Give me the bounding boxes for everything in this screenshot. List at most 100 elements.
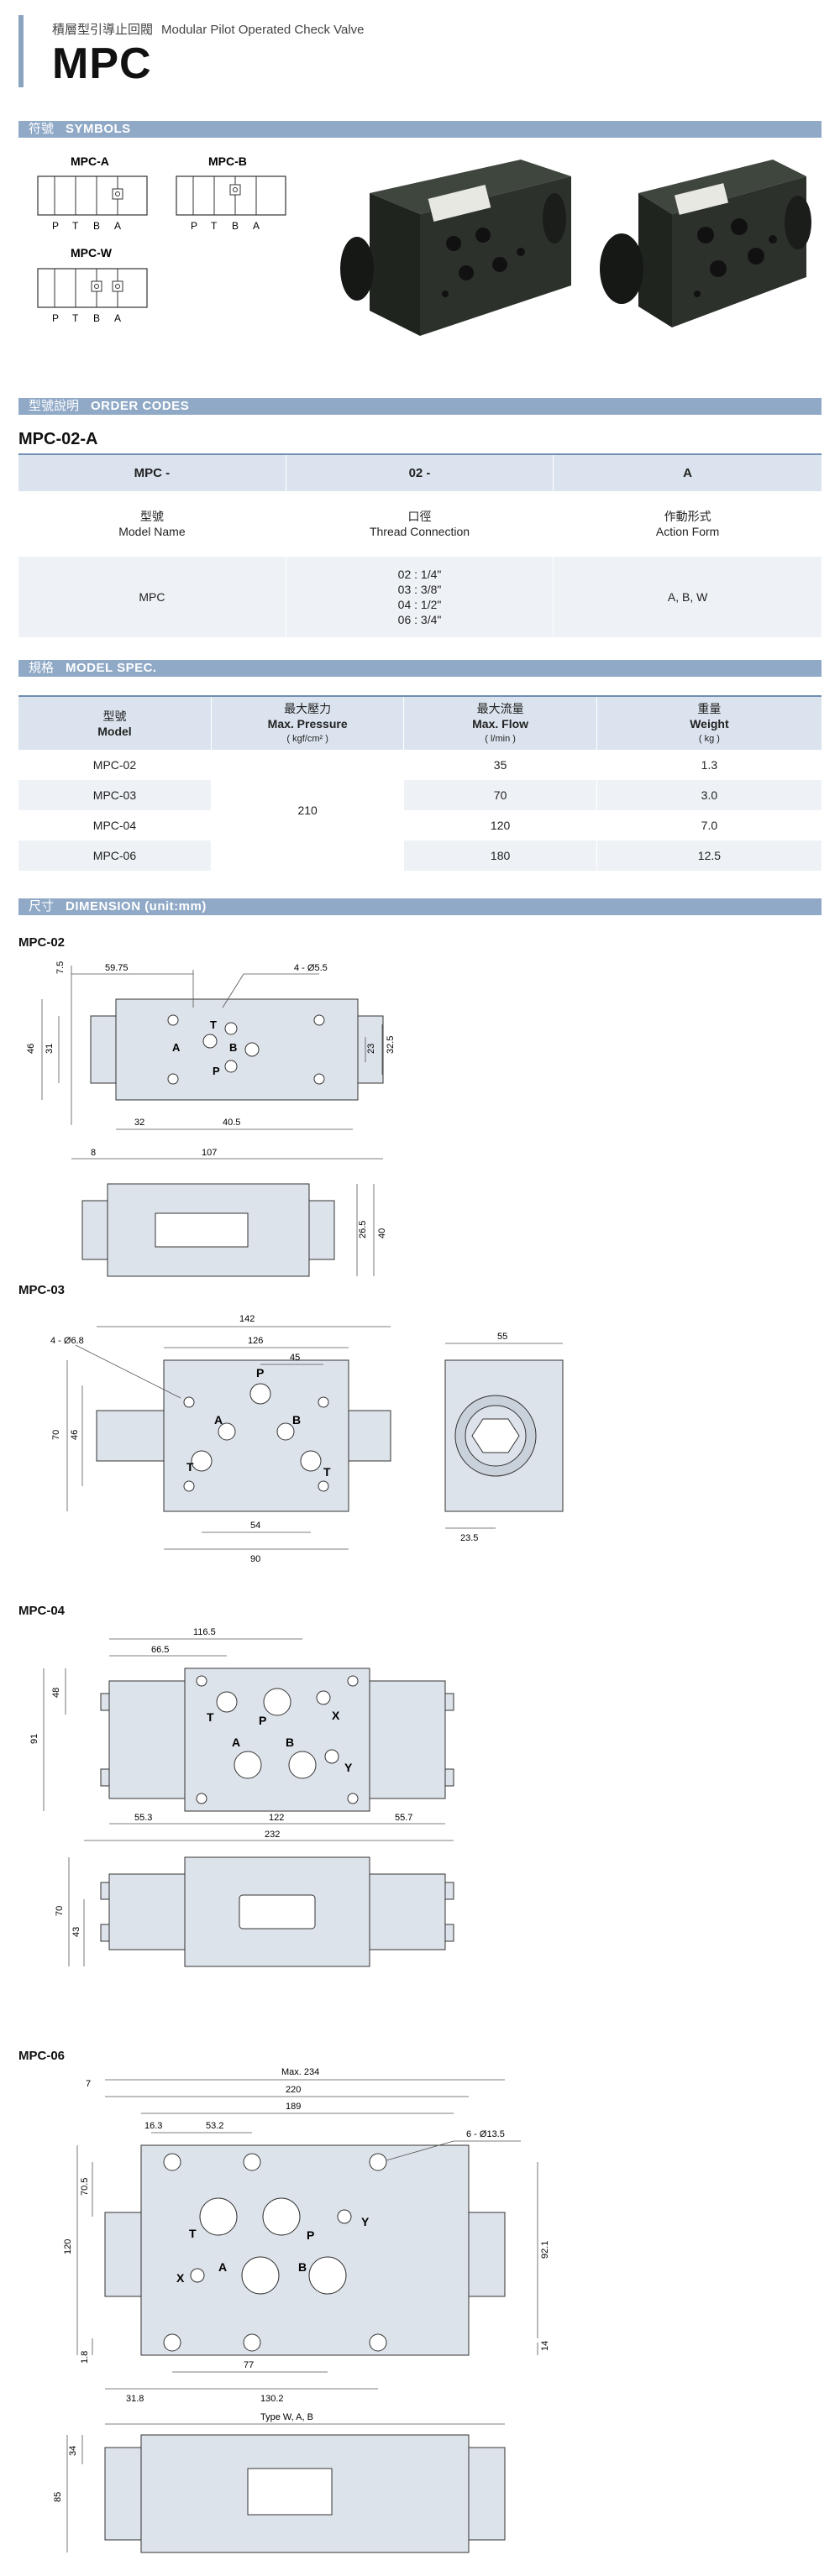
spec-model: MPC-02 xyxy=(18,750,212,780)
spec-weight: 1.3 xyxy=(596,750,822,780)
thread-option: 06 : 3/4" xyxy=(397,613,442,626)
drawing-mpc03: P A B T T 142 126 45 4 - Ø6.8 70 46 54 9… xyxy=(50,1314,564,1564)
dim-59-75: 59.75 xyxy=(105,963,129,973)
product-photo-1 xyxy=(340,160,571,336)
port-x: X xyxy=(176,2271,185,2285)
spec-flow: 180 xyxy=(403,840,597,871)
dim-32-5: 32.5 xyxy=(386,1036,396,1054)
section-spec-cn: 規格 xyxy=(29,661,55,675)
hdr-en: Model xyxy=(97,724,132,738)
section-symbols-en: SYMBOLS xyxy=(66,122,131,136)
spec-weight: 7.0 xyxy=(596,810,822,840)
order-header-action: A xyxy=(553,453,822,491)
dim-142: 142 xyxy=(239,1314,255,1324)
dim-85: 85 xyxy=(53,2492,63,2502)
dim-126: 126 xyxy=(248,1336,263,1346)
dim-holes: 6 - Ø13.5 xyxy=(466,2129,505,2139)
spec-flow: 35 xyxy=(403,750,597,780)
hdr-cn: 最大壓力 xyxy=(284,701,332,715)
symbol-b-port-b: B xyxy=(232,220,239,232)
dim-107: 107 xyxy=(202,1148,217,1158)
dim-220: 220 xyxy=(286,2085,301,2095)
dim-92-1: 92.1 xyxy=(540,2241,550,2259)
port-a: A xyxy=(232,1736,240,1749)
spec-weight: 12.5 xyxy=(596,840,822,871)
label-en: Model Name xyxy=(118,525,186,538)
dim-31: 31 xyxy=(45,1044,55,1054)
section-dimension-en: DIMENSION (unit:mm) xyxy=(66,899,207,914)
symbol-w-port-t: T xyxy=(72,312,79,324)
port-a: A xyxy=(218,2260,227,2274)
dim-232: 232 xyxy=(265,1830,280,1840)
dim-8: 8 xyxy=(91,1148,96,1158)
spec-weight: 3.0 xyxy=(596,780,822,810)
dim-40: 40 xyxy=(377,1228,387,1238)
spec-model: MPC-03 xyxy=(18,780,212,810)
dim-26-5: 26.5 xyxy=(358,1221,368,1238)
dim-70: 70 xyxy=(55,1906,65,1916)
dim-120: 120 xyxy=(63,2239,73,2254)
dim-53-2: 53.2 xyxy=(206,2121,223,2131)
port-x: X xyxy=(332,1709,340,1722)
table-row: MPC-06 180 12.5 xyxy=(18,840,822,871)
section-dimension-cn: 尺寸 xyxy=(29,899,55,914)
dim-55-3: 55.3 xyxy=(134,1813,152,1823)
section-order-en: ORDER CODES xyxy=(91,399,190,413)
symbol-mpc-a: MPC-A P T B A xyxy=(37,154,148,232)
port-a: A xyxy=(214,1413,223,1427)
dim-77: 77 xyxy=(244,2360,254,2370)
thread-option: 03 : 3/8" xyxy=(397,583,442,596)
symbol-w-port-a: A xyxy=(114,312,121,324)
subtitle-cn: 積層型引導止回閥 xyxy=(52,23,154,37)
page-title: MPC xyxy=(52,39,152,88)
dim-16-3: 16.3 xyxy=(144,2121,162,2131)
dim-1-8: 1.8 xyxy=(80,2351,90,2364)
order-value-model: MPC xyxy=(18,557,286,637)
order-value-threads: 02 : 1/4" 03 : 3/8" 04 : 1/2" 06 : 3/4" xyxy=(286,557,554,637)
dim-66-5: 66.5 xyxy=(151,1645,169,1655)
symbol-a-port-p: P xyxy=(52,220,59,232)
dim-34: 34 xyxy=(68,2446,78,2456)
drawing-mpc06: T P Y X A B Max. 234 7 220 189 16.3 53.2… xyxy=(53,2067,550,2553)
order-value-action: A, B, W xyxy=(553,557,822,637)
dim-holes: 4 - Ø6.8 xyxy=(50,1336,84,1346)
hdr-en: Weight xyxy=(690,716,729,730)
dim-40-5: 40.5 xyxy=(223,1118,240,1128)
port-a: A xyxy=(172,1041,181,1054)
symbol-b-port-a: A xyxy=(253,220,260,232)
port-p: P xyxy=(259,1714,266,1727)
label-cn: 作動形式 xyxy=(664,510,711,523)
product-photo-2 xyxy=(600,160,811,327)
dim-91: 91 xyxy=(29,1734,39,1744)
port-b: B xyxy=(229,1041,237,1054)
symbol-label-w: MPC-W xyxy=(71,246,113,259)
symbol-w-port-b: B xyxy=(93,312,100,324)
section-symbols-cn: 符號 xyxy=(29,122,55,136)
dim-max-234: Max. 234 xyxy=(281,2067,319,2077)
order-model-code: MPC-02-A xyxy=(18,430,98,448)
port-y: Y xyxy=(361,2215,370,2228)
port-t-left: T xyxy=(186,1460,194,1474)
dim-label-mpc03: MPC-03 xyxy=(18,1283,66,1297)
hdr-unit: ( kgf/cm² ) xyxy=(286,733,328,744)
hdr-en: Max. Pressure xyxy=(267,716,348,730)
dim-116-5: 116.5 xyxy=(193,1627,216,1637)
symbols-area: MPC-A P T B A MPC-B P T B A MPC-W P T B … xyxy=(37,154,811,336)
symbol-a-port-t: T xyxy=(72,220,79,232)
drawing-mpc04: T P X A B Y 116.5 66.5 48 91 55.3 122 55… xyxy=(29,1627,454,1967)
port-y: Y xyxy=(344,1761,353,1774)
dim-189: 189 xyxy=(286,2102,301,2112)
dim-23: 23 xyxy=(366,1044,376,1054)
hdr-en: Max. Flow xyxy=(472,716,529,730)
port-b: B xyxy=(286,1736,294,1749)
spec-model: MPC-04 xyxy=(18,810,212,840)
port-t: T xyxy=(210,1018,217,1031)
